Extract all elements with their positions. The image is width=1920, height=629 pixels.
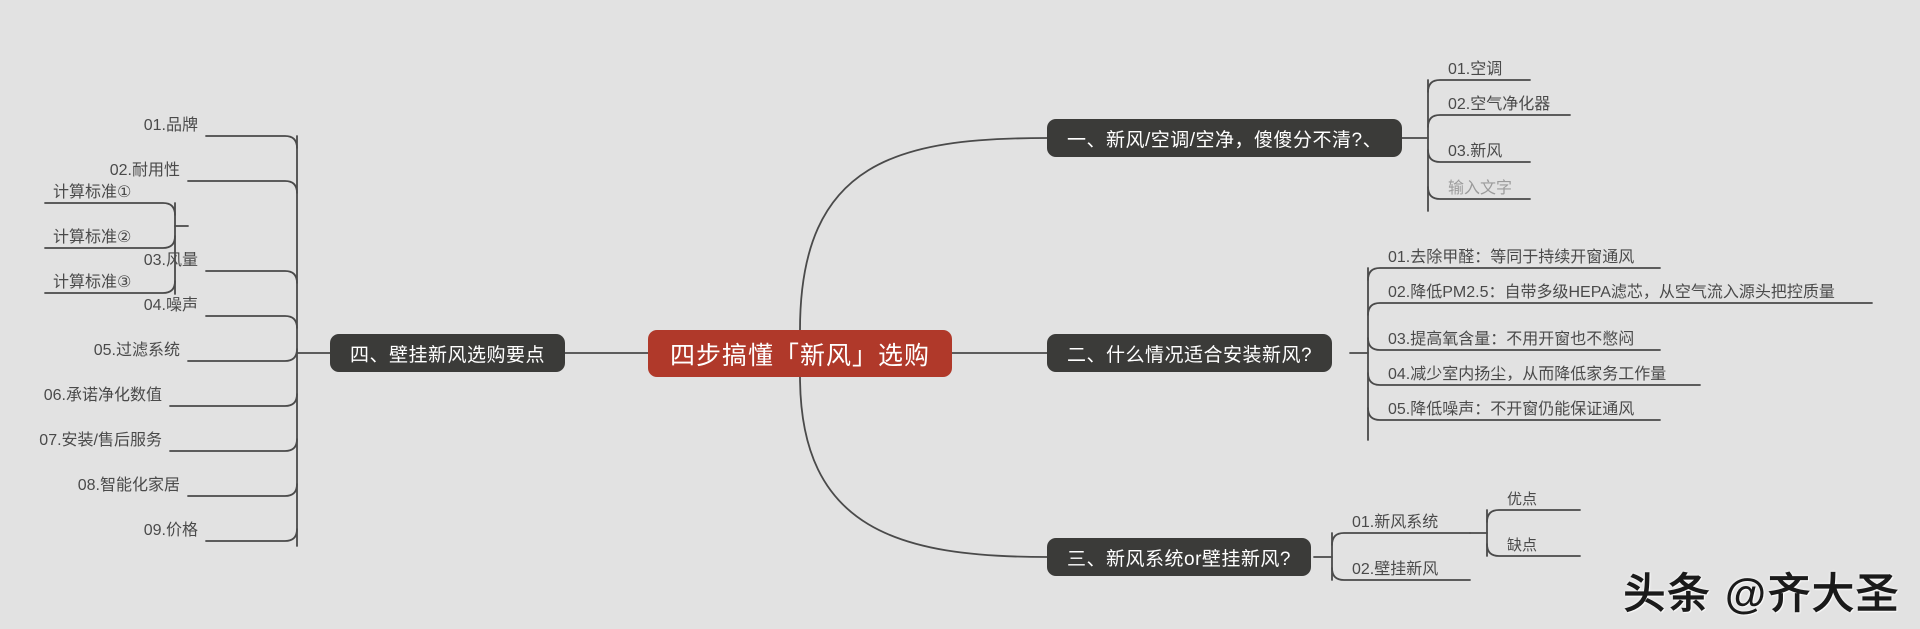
leaf-pros-label: 优点 [1507,490,1538,508]
leaf-two-4[interactable]: 04.减少室内扬尘，从而降低家务工作量 [1380,359,1674,385]
wire-left-leaf-8 [187,483,298,497]
leaf-two-1[interactable]: 01.去除甲醛：等同于持续开窗通风 [1380,242,1642,268]
leaf-left-2-label: 02.耐用性 [109,162,180,179]
wire-std-leaf-1 [44,202,176,216]
leaf-left-7-label: 07.安装/售后服务 [39,432,162,449]
leaf-left-4-label: 04.噪声 [143,297,198,314]
leaf-one-3-label: 03.新风 [1448,143,1503,160]
leaf-three-2[interactable]: 02.壁挂新风 [1344,554,1446,580]
leaf-two-3-label: 03.提高氧含量：不用开窗也不憋闷 [1388,331,1635,348]
wire-root-one [799,137,1048,331]
wire-left-leaf-6 [169,393,298,407]
leaf-one-placeholder-label: 输入文字 [1448,180,1513,197]
leaf-two-3[interactable]: 03.提高氧含量：不用开窗也不憋闷 [1380,324,1642,350]
leaf-cons[interactable]: 缺点 [1499,531,1545,557]
branch-node-left-label: 四、壁挂新风选购要点 [350,344,546,366]
leaf-standard-2[interactable]: 计算标准② [45,222,139,248]
wire-pc-leaf-1 [1486,509,1581,523]
branch-node-three[interactable]: 三、新风系统or壁挂新风? [1047,538,1311,576]
leaf-one-3[interactable]: 03.新风 [1440,136,1510,162]
branch-node-left[interactable]: 四、壁挂新风选购要点 [330,334,566,372]
leaf-standard-3[interactable]: 计算标准③ [45,267,139,293]
leaf-two-5[interactable]: 05.降低噪声：不开窗仍能保证通风 [1380,394,1642,420]
leaf-left-1-label: 01.品牌 [143,117,198,134]
leaf-standard-1[interactable]: 计算标准① [45,177,139,203]
leaf-three-1-label: 01.新风系统 [1352,514,1439,531]
leaf-left-9-label: 09.价格 [143,522,198,539]
leaf-left-3-label: 03.风量 [143,252,198,269]
wire-left-leaf-5 [187,348,298,362]
root-node[interactable]: 四步搞懂「新风」选购 [648,330,953,377]
watermark-label: 头条 @齐大圣 [1623,570,1900,617]
wire-left-leaf-3 [205,270,298,284]
leaf-left-3[interactable]: 03.风量 [136,245,206,271]
wire-left-leaf-7 [169,438,298,452]
leaf-one-placeholder[interactable]: 输入文字 [1440,173,1520,199]
leaf-three-1[interactable]: 01.新风系统 [1344,507,1446,533]
leaf-left-7[interactable]: 07.安装/售后服务 [31,425,170,451]
branch-node-one[interactable]: 一、新风/空调/空净，傻傻分不清?、 [1047,119,1403,157]
leaf-left-8[interactable]: 08.智能化家居 [70,470,188,496]
leaf-two-5-label: 05.降低噪声：不开窗仍能保证通风 [1388,401,1635,418]
leaf-two-1-label: 01.去除甲醛：等同于持续开窗通风 [1388,249,1635,266]
leaf-left-6-label: 06.承诺净化数值 [43,387,162,404]
wire-left-leaf-2 [187,180,298,194]
leaf-one-1-label: 01.空调 [1448,61,1503,78]
leaf-cons-label: 缺点 [1507,536,1538,554]
branch-node-three-label: 三、新风系统or壁挂新风? [1067,548,1291,570]
leaf-pros[interactable]: 优点 [1499,485,1545,511]
branch-node-one-label: 一、新风/空调/空净，傻傻分不清?、 [1067,129,1383,151]
leaf-standard-1-label: 计算标准① [53,184,132,201]
leaf-left-2[interactable]: 02.耐用性 [102,155,188,181]
wire-one-leaf-2 [1427,114,1571,128]
leaf-two-2[interactable]: 02.降低PM2.5：自带多级HEPA滤芯，从空气流入源头把控质量 [1380,277,1843,303]
leaf-one-2-label: 02.空气净化器 [1448,96,1551,113]
leaf-left-1[interactable]: 01.品牌 [136,110,206,136]
leaf-left-5[interactable]: 05.过滤系统 [86,335,188,361]
leaf-left-9[interactable]: 09.价格 [136,515,206,541]
wire-left-leaf-4 [205,315,298,329]
leaf-standard-3-label: 计算标准③ [53,274,132,291]
leaf-three-2-label: 02.壁挂新风 [1352,561,1439,578]
branch-node-two-label: 二、什么情况适合安装新风? [1067,344,1313,366]
leaf-left-4[interactable]: 04.噪声 [136,290,206,316]
leaf-one-2[interactable]: 02.空气净化器 [1440,89,1558,115]
wire-three-leaf-1 [1331,532,1471,546]
wire-two-leaf-2 [1367,302,1873,316]
leaf-left-5-label: 05.过滤系统 [93,342,180,359]
wire-left-leaf-9 [205,528,298,542]
leaf-one-1[interactable]: 01.空调 [1440,54,1510,80]
branch-node-two[interactable]: 二、什么情况适合安装新风? [1047,334,1333,372]
wire-left-leaf-1 [205,135,298,149]
leaf-left-8-label: 08.智能化家居 [77,477,180,494]
leaf-two-4-label: 04.减少室内扬尘，从而降低家务工作量 [1388,366,1667,383]
root-node-label: 四步搞懂「新风」选购 [670,341,931,370]
watermark: 头条 @齐大圣 [1623,560,1900,621]
leaf-left-6[interactable]: 06.承诺净化数值 [36,380,170,406]
leaf-two-2-label: 02.降低PM2.5：自带多级HEPA滤芯，从空气流入源头把控质量 [1388,284,1835,301]
leaf-standard-2-label: 计算标准② [53,229,132,246]
wire-root-three [799,375,1048,558]
